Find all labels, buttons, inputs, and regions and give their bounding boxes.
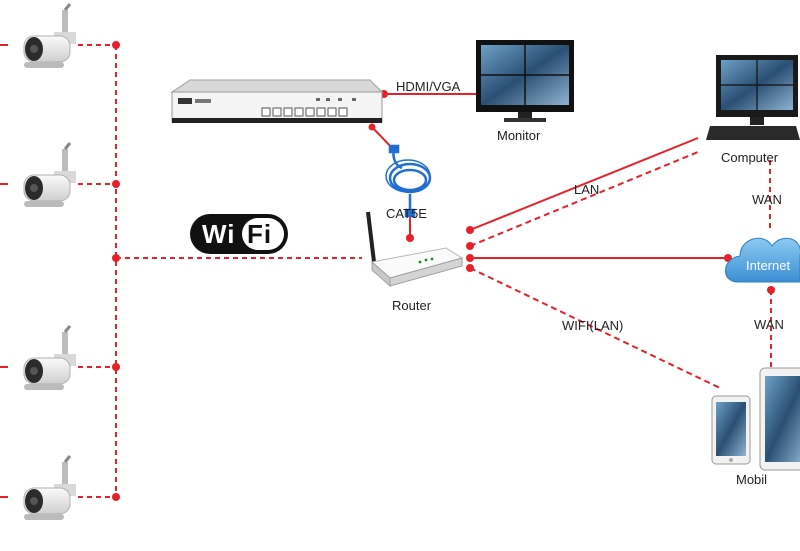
tablet-device xyxy=(759,367,800,471)
ip-camera-2 xyxy=(23,142,76,207)
wifi-logo-part2: Fi xyxy=(247,219,273,249)
label-lan: LAN xyxy=(574,182,600,197)
label-computer: Computer xyxy=(721,150,779,165)
nvr-recorder xyxy=(170,79,384,123)
label-cat5e: CAT5E xyxy=(386,206,427,221)
label-wan-bottom: WAN xyxy=(754,317,784,332)
label-wan-top: WAN xyxy=(752,192,782,207)
label-internet: Internet xyxy=(746,258,791,273)
label-wifi-lan: WIFI(LAN) xyxy=(562,318,624,333)
wifi-logo: Wi Fi xyxy=(190,212,288,256)
router-device xyxy=(366,211,464,288)
label-mobile: Mobil xyxy=(736,472,768,487)
mobile-phone xyxy=(711,395,751,465)
computer-device xyxy=(706,55,800,140)
label-monitor: Monitor xyxy=(497,128,541,143)
monitor-device xyxy=(476,40,574,122)
ip-camera-4 xyxy=(23,455,76,520)
wifi-logo-part1: Wi xyxy=(202,219,236,249)
label-router: Router xyxy=(392,298,432,313)
ip-camera-3 xyxy=(23,325,76,390)
internet-cloud-icon xyxy=(725,237,800,283)
ip-camera-1 xyxy=(23,3,76,68)
connection-lines xyxy=(0,44,772,498)
cat5e-cable-icon xyxy=(385,144,432,218)
label-hdmi-vga: HDMI/VGA xyxy=(396,79,461,94)
